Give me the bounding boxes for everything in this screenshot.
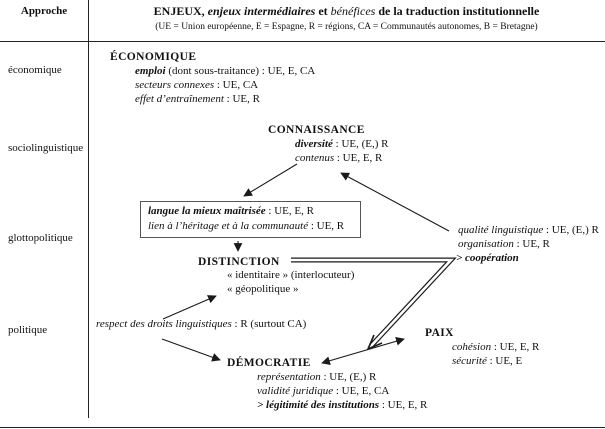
node-distinction-title: DISTINCTION — [198, 256, 280, 268]
distinction-item-identitaire: « identitaire » (interlocuteur) — [227, 269, 355, 281]
node-economique-title: ÉCONOMIQUE — [110, 51, 197, 63]
democratie-item-legitimite: > légitimité des institutions : UE, E, R — [257, 399, 428, 411]
qualite-item-cooperation: > coopération — [456, 252, 519, 264]
header-separator-line — [0, 41, 605, 42]
node-respect-droits: respect des droits linguistiques : R (su… — [96, 318, 307, 330]
qualite-item-organisation: organisation : UE, R — [458, 238, 550, 250]
connaissance-item-diversite: diversité : UE, (E,) R — [295, 138, 389, 150]
distinction-item-geopolitique: « géopolitique » — [227, 283, 299, 295]
approche-column-header: Approche — [20, 5, 68, 17]
approach-label-politique: politique — [8, 324, 48, 336]
approach-label-sociolinguistique: sociolinguistique — [8, 142, 84, 154]
double-arrow-white-core — [291, 258, 454, 347]
paix-item-securite: sécurité : UE, E — [452, 355, 523, 367]
connaissance-item-contenus: contenus : UE, E, R — [295, 152, 383, 164]
approach-label-economique: économique — [8, 64, 62, 76]
economique-item-secteurs: secteurs connexes : UE, CA — [135, 79, 259, 91]
column-divider-line — [88, 0, 89, 418]
arrow-respect-to-geopolitique — [162, 295, 217, 320]
democratie-item-representation: représentation : UE, (E,) R — [257, 371, 377, 383]
title-segment: bénéfices — [330, 4, 376, 18]
diagram-title: ENJEUX, enjeux intermédiaires et bénéfic… — [88, 4, 605, 19]
arrow-respect-to-democratie — [161, 338, 221, 362]
arrow-connaissance-to-langue-box — [243, 163, 298, 197]
title-segment: ENJEUX, — [153, 4, 205, 18]
economique-item-effet: effet d’entraînement : UE, R — [135, 93, 260, 105]
node-paix-title: PAIX — [425, 327, 454, 339]
approach-label-glottopolitique: glottopolitique — [8, 232, 73, 244]
paix-item-cohesion: cohésion : UE, E, R — [452, 341, 540, 353]
arrow-democratie-paix — [321, 337, 405, 365]
qualite-item-qualite: qualité linguistique : UE, (E,) R — [458, 224, 599, 236]
title-segment: de la traduction institutionnelle — [375, 4, 540, 18]
arrow-qualite-to-connaissance — [340, 172, 450, 232]
economique-item-emploi: emploi (dont sous-traitance) : UE, E, CA — [135, 65, 316, 77]
node-democratie-title: DÉMOCRATIE — [227, 357, 311, 369]
democratie-item-validite: validité juridique : UE, E, CA — [257, 385, 390, 397]
title-segment: enjeux intermédiaires — [204, 4, 316, 18]
node-langue-box: langue la mieux maîtrisée : UE, E, R lie… — [140, 201, 361, 238]
title-segment: et — [315, 4, 331, 18]
bottom-border-line — [0, 427, 605, 428]
langue-box-item-lien: lien à l’héritage et à la communauté : U… — [148, 220, 345, 232]
langue-box-item-langue: langue la mieux maîtrisée : UE, E, R — [148, 205, 314, 217]
legend-abbreviations: (UE = Union européenne, E = Espagne, R =… — [155, 22, 538, 32]
node-connaissance-title: CONNAISSANCE — [268, 124, 365, 136]
